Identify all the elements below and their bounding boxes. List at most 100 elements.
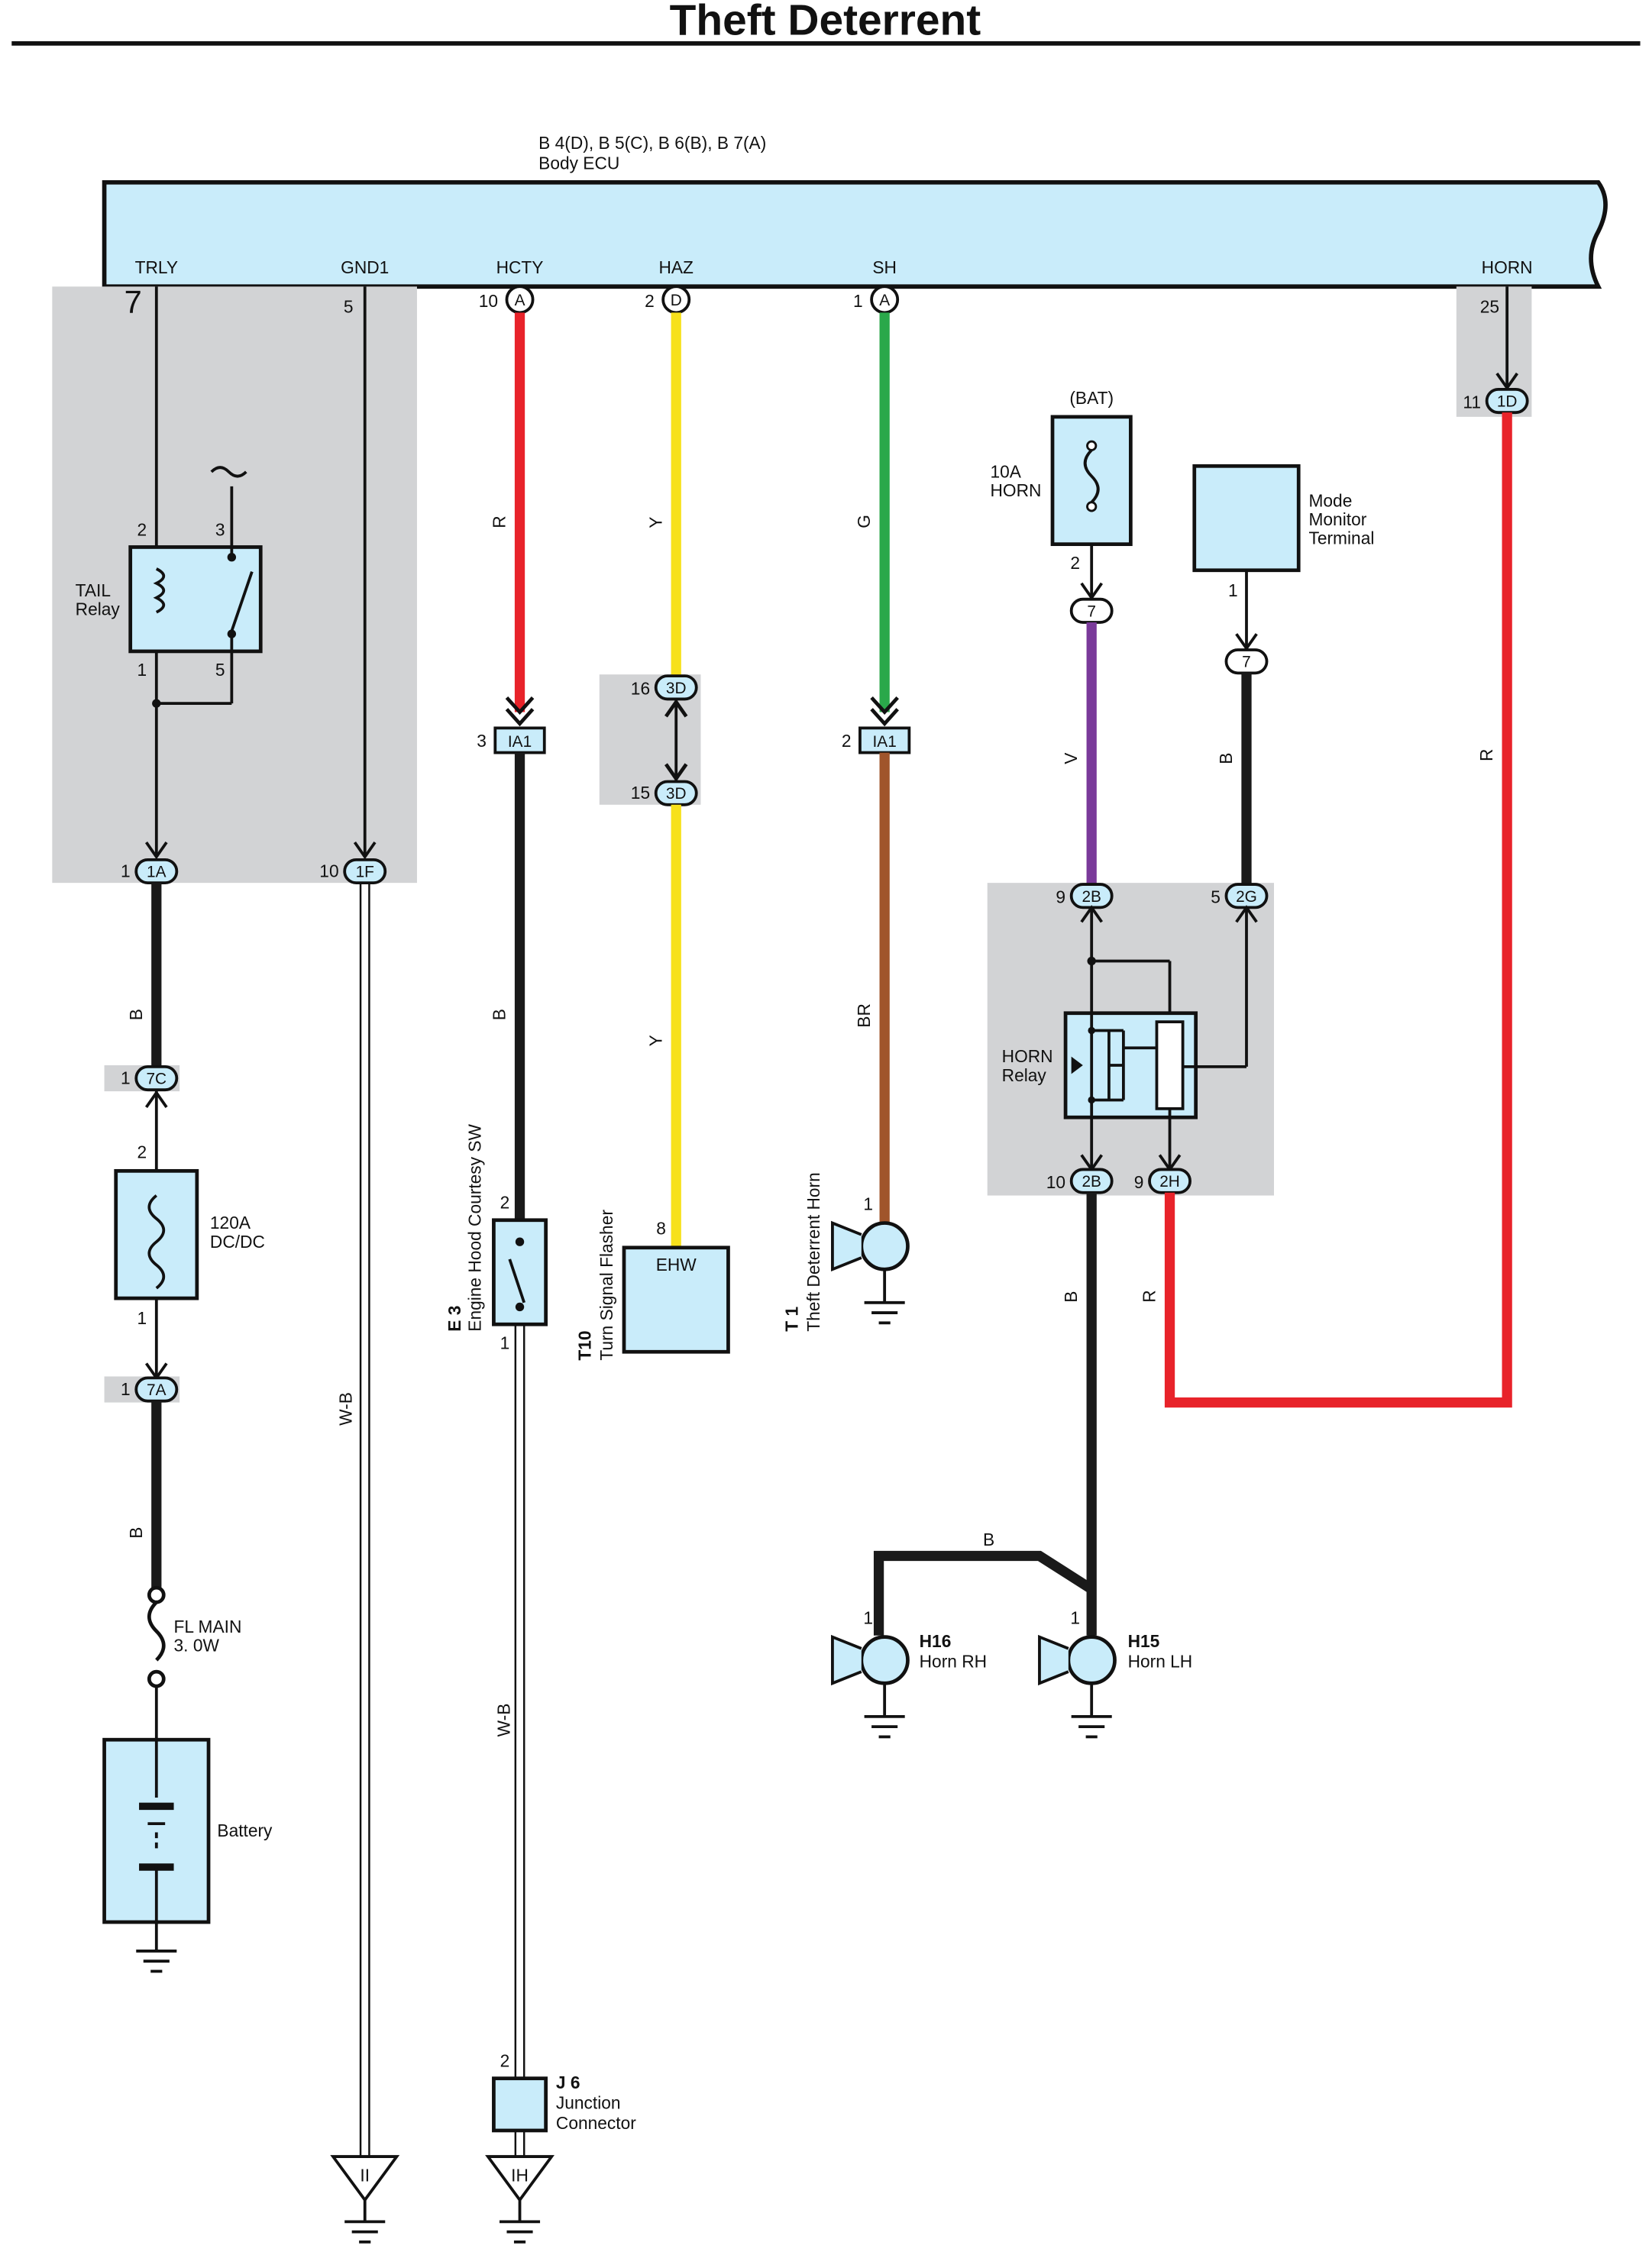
tail-relay-switch: [230, 571, 254, 632]
e3-contact-bottom: [515, 1302, 525, 1312]
pin-e3-2: 2: [500, 1193, 510, 1213]
wire-label-r-2: R: [1476, 749, 1496, 761]
wire-label-b-5: B: [1061, 1291, 1081, 1303]
connector-2b-bottom-label: 2B: [1082, 1173, 1101, 1191]
connector-3d-bottom-label: 3D: [666, 785, 687, 803]
pin-ia1-hcty: 3: [477, 731, 487, 751]
wire-label-g: G: [854, 515, 874, 528]
horn-rh-h16: [859, 1635, 910, 1685]
ground-ii: [344, 2199, 386, 2244]
pin-gnd1: 5: [344, 296, 354, 316]
tail-junction-dot: [152, 699, 161, 708]
connector-1a-label: 1A: [147, 864, 167, 881]
ground-ii-label: II: [360, 2165, 370, 2185]
ground-ih-triangle: [485, 2155, 555, 2203]
fuse-10a-horn: [1050, 415, 1133, 547]
pin-h16: 1: [863, 1608, 873, 1628]
ground-h15: [1071, 1714, 1112, 1739]
arrow-3d-down: [664, 763, 688, 782]
connector-ia1-sh-label: IA1: [873, 733, 897, 751]
wire-wb-junction: [514, 1324, 525, 2079]
e3-code: E 3: [445, 1306, 464, 1332]
wire-label-wb-2: W-B: [493, 1704, 513, 1737]
pin-tail-1: 1: [137, 660, 147, 680]
pin-h15: 1: [1070, 1608, 1080, 1628]
page-title: Theft Deterrent: [670, 0, 981, 44]
wire-wb-ground-ii: [359, 883, 370, 2183]
fuse-120a-label: 120A: [210, 1213, 251, 1233]
pin-tail-5: 5: [215, 660, 225, 680]
terminal-sh: SH: [872, 257, 897, 277]
wire-label-y-1: Y: [645, 517, 665, 528]
mode-monitor-terminal: [1192, 464, 1301, 573]
pin-7c: 1: [121, 1068, 131, 1088]
wire-label-b-2: B: [126, 1527, 146, 1539]
pin-t1: 1: [863, 1194, 873, 1214]
mode-monitor-label-2: Monitor: [1308, 509, 1366, 529]
pin-3d-bottom: 15: [631, 783, 650, 803]
connector-ia1-hcty-label: IA1: [508, 733, 532, 751]
pin-fuse-1: 1: [137, 1308, 147, 1328]
junction-connector-j6: [492, 2076, 548, 2133]
horn-relay-coil: [1155, 1020, 1185, 1110]
wire-label-r-3: R: [1140, 1290, 1159, 1302]
connector-3d-top-label: 3D: [666, 680, 687, 697]
wire-label-v: V: [1061, 752, 1081, 764]
fuse-120a-symbol: [147, 1194, 166, 1290]
ground-ih-label: IH: [511, 2165, 529, 2185]
j6-code: J 6: [556, 2073, 580, 2092]
fl-main-label-2: 3. 0W: [174, 1636, 220, 1656]
mode-monitor-label: Mode: [1308, 490, 1352, 510]
connector-1f: [343, 858, 387, 885]
theft-deterrent-horn-t1: [859, 1221, 910, 1271]
wire-b-horns: [873, 1192, 1097, 1636]
ground-battery: [136, 1950, 177, 1973]
fl-main-symbol: [147, 1601, 166, 1662]
fl-main-bottom: [147, 1669, 166, 1688]
wire-label-y-2: Y: [645, 1035, 665, 1046]
connector-sh-a-label: A: [879, 292, 890, 309]
terminal-haz: HAZ: [658, 257, 694, 277]
wire-wb-ground-ih: [514, 2130, 525, 2157]
e3-blade: [508, 1258, 526, 1304]
relay-diode: [1071, 1056, 1083, 1074]
arrow-ia1-sh: [870, 696, 899, 727]
pin-2g: 5: [1211, 887, 1221, 907]
bat-label: (BAT): [1069, 388, 1114, 408]
tail-relay: [128, 545, 263, 654]
fuse-10a-label-2: HORN: [991, 480, 1042, 500]
wire-label-b-1: B: [126, 1009, 146, 1020]
pin-sh: 1: [853, 291, 863, 311]
arrow-1a: [144, 842, 168, 860]
pin-2h: 9: [1134, 1172, 1144, 1192]
t1-horn-bell: [831, 1220, 862, 1272]
t1-name: Theft Deterrent Horn: [803, 1172, 823, 1331]
wire-label-br: BR: [854, 1003, 874, 1028]
fl-main-label: FL MAIN: [174, 1617, 242, 1636]
wire-label-wb-1: W-B: [336, 1392, 356, 1426]
fuse-10a-symbol: [1083, 449, 1100, 504]
wire-label-b-4: B: [1216, 753, 1236, 764]
e3-contact-top: [515, 1237, 525, 1246]
terminal-trly: TRLY: [135, 257, 178, 277]
wire-label-b-6: B: [983, 1530, 994, 1549]
fuse-120a: [114, 1168, 199, 1300]
wire-label-r-1: R: [490, 515, 509, 528]
pin-3d-top: 16: [631, 679, 650, 699]
fl-main-top: [147, 1585, 166, 1604]
connector-7c-label: 7C: [146, 1071, 167, 1088]
body-ecu-codes: B 4(D), B 5(C), B 6(B), B 7(A): [538, 133, 766, 153]
connector-ia1-hcty: [493, 726, 546, 754]
relay-node-top: [1087, 956, 1096, 966]
pin-tail-2: 2: [137, 519, 147, 539]
h15-bell: [1038, 1634, 1069, 1686]
wire-label-b-3: B: [490, 1009, 509, 1020]
pin-trly: 7: [124, 283, 142, 319]
pin-ia1-sh: 2: [842, 731, 852, 751]
wire-r-horn: [1164, 412, 1512, 1408]
mode-monitor-label-3: Terminal: [1308, 528, 1374, 548]
arrow-1f: [353, 842, 377, 860]
arrow-ia1-hcty: [505, 696, 535, 727]
turn-signal-flasher-t10: [622, 1245, 730, 1354]
connector-1d-label: 1D: [1497, 393, 1518, 411]
